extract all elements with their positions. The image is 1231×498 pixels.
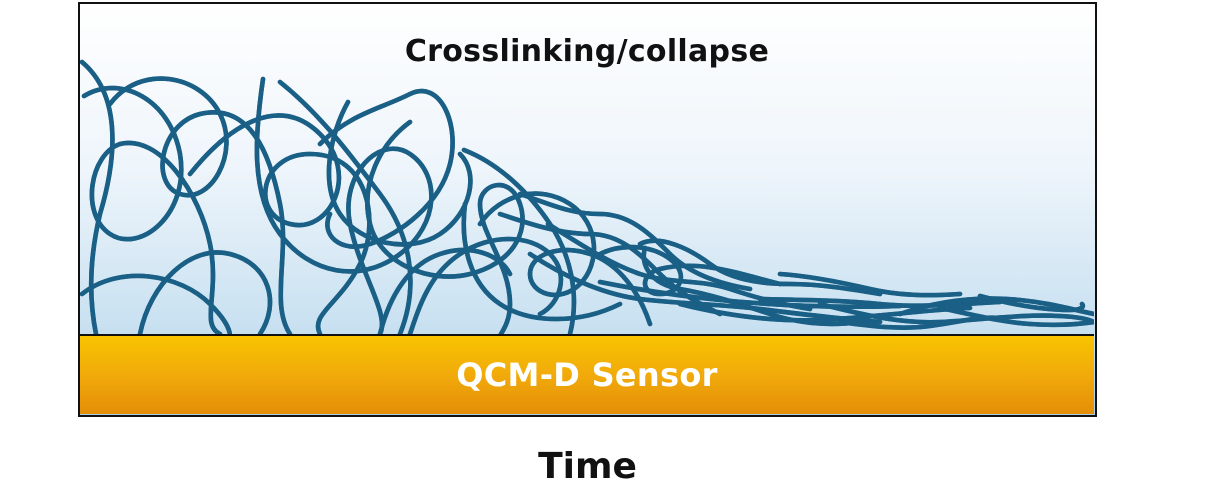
diagram-title: Crosslinking/collapse — [404, 34, 770, 69]
polymer-strands — [80, 59, 1094, 336]
time-axis-label: Time — [538, 446, 637, 487]
diagram-frame: Crosslinking/collapse QCM-D Sensor — [78, 2, 1097, 417]
polymer-strand — [80, 273, 233, 336]
polymer-film — [80, 59, 1094, 336]
qcm-d-sensor: QCM-D Sensor — [80, 334, 1094, 414]
sensor-label: QCM-D Sensor — [456, 356, 718, 394]
